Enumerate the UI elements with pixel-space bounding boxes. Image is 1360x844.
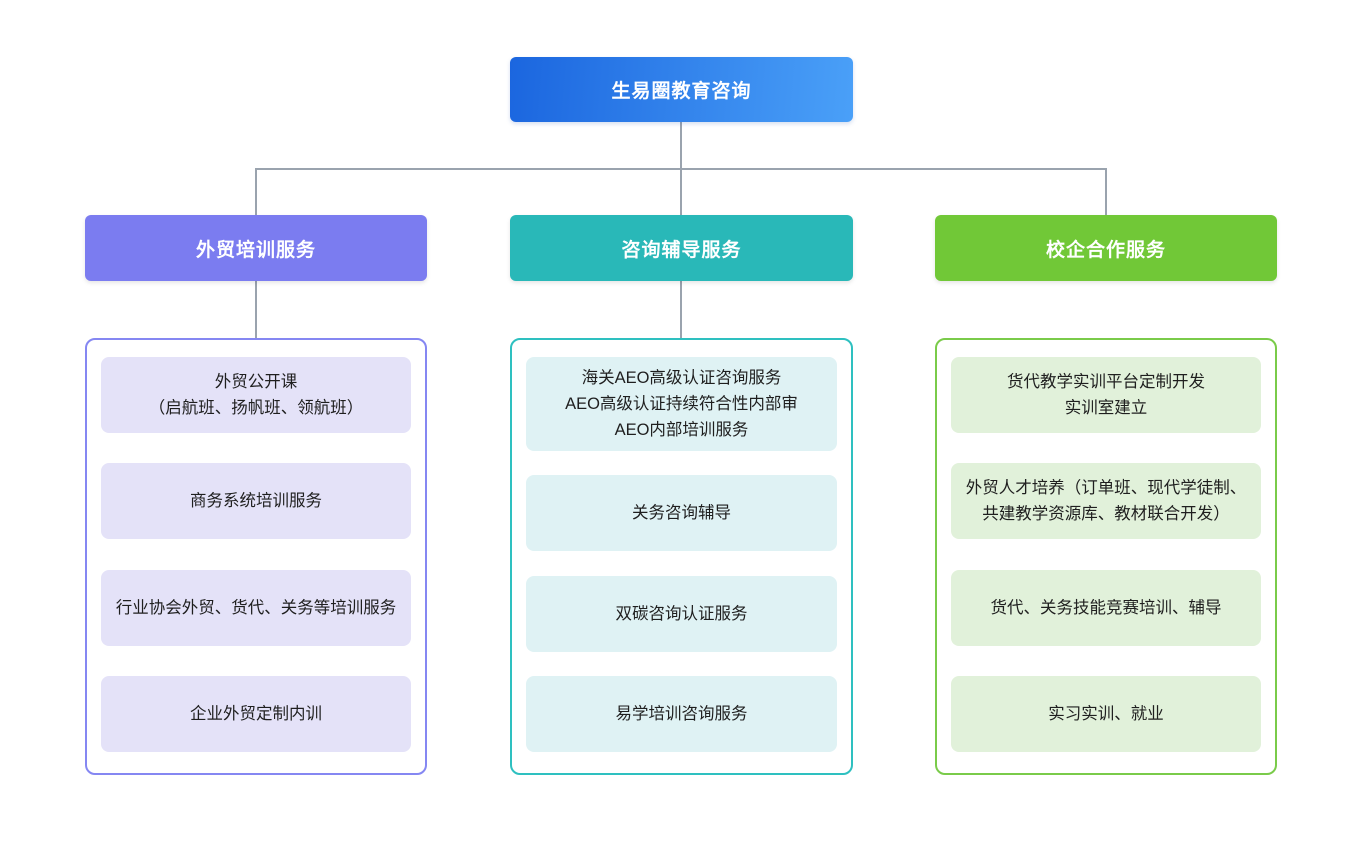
connector-root-drop — [680, 122, 682, 169]
branch-header-label: 校企合作服务 — [1045, 239, 1166, 261]
service-item: 外贸人才培养（订单班、现代学徒制、共建教学资源库、教材联合开发） — [951, 463, 1261, 540]
service-item: 企业外贸定制内训 — [101, 675, 411, 752]
root-node-label: 生易圈教育咨询 — [611, 81, 752, 102]
branch-header-consulting-coaching: 咨询辅导服务 — [510, 215, 853, 281]
connector-branch3-drop — [1105, 168, 1107, 215]
service-item: 货代教学实训平台定制开发 实训室建立 — [951, 357, 1261, 433]
connector-branch1-drop — [255, 168, 257, 215]
branch-header-label: 外贸培训服务 — [195, 239, 316, 261]
branch-header-foreign-trade-training: 外贸培训服务 — [85, 215, 427, 281]
container-foreign-trade-training: 外贸公开课 （启航班、扬帆班、领航班） 商务系统培训服务 行业协会外贸、货代、关… — [85, 338, 427, 775]
service-item: 货代、关务技能竞赛培训、辅导 — [951, 569, 1261, 646]
container-school-enterprise-cooperation: 货代教学实训平台定制开发 实训室建立 外贸人才培养（订单班、现代学徒制、共建教学… — [935, 338, 1277, 775]
container-consulting-coaching: 海关AEO高级认证咨询服务 AEO高级认证持续符合性内部审 AEO内部培训服务 … — [510, 338, 853, 775]
connector-branch1-to-container — [255, 281, 257, 338]
service-item: 易学培训咨询服务 — [526, 675, 837, 752]
root-node: 生易圈教育咨询 — [510, 57, 853, 122]
service-item: 行业协会外贸、货代、关务等培训服务 — [101, 569, 411, 646]
branch-header-school-enterprise-cooperation: 校企合作服务 — [935, 215, 1277, 281]
service-item: 实习实训、就业 — [951, 675, 1261, 752]
service-item: 海关AEO高级认证咨询服务 AEO高级认证持续符合性内部审 AEO内部培训服务 — [526, 357, 837, 451]
branch-header-label: 咨询辅导服务 — [621, 239, 742, 261]
connector-branch2-drop — [680, 168, 682, 215]
service-item: 外贸公开课 （启航班、扬帆班、领航班） — [101, 357, 411, 433]
service-item: 商务系统培训服务 — [101, 463, 411, 540]
connector-branch2-to-container — [680, 281, 682, 338]
service-item: 双碳咨询认证服务 — [526, 575, 837, 652]
service-item: 关务咨询辅导 — [526, 475, 837, 552]
